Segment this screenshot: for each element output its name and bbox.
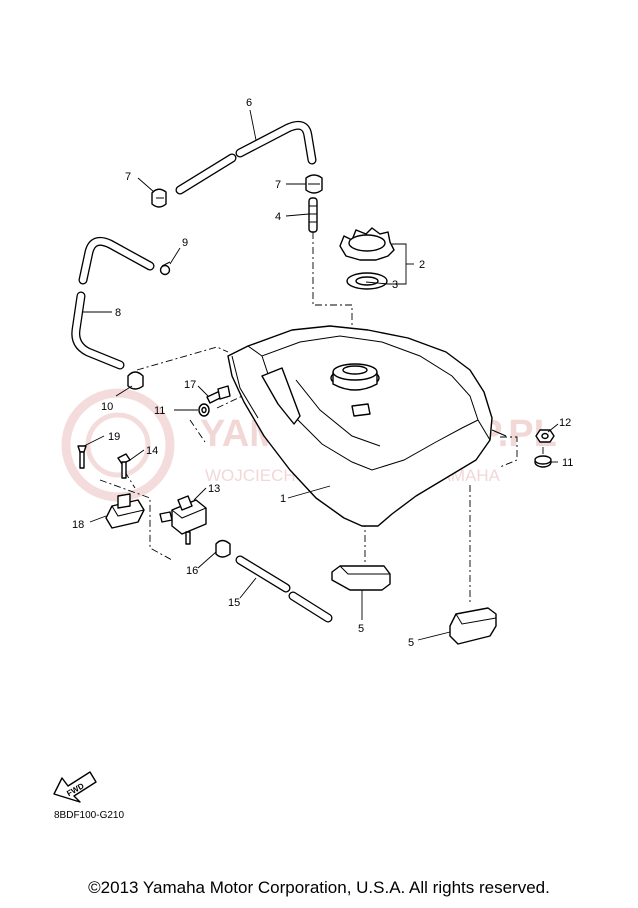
breather-hose-left [71,236,155,370]
hose-clamp-10 [127,371,144,390]
callout-4: 4 [275,211,281,223]
tank-pad-right [449,607,497,645]
callout-14: 14 [146,445,158,457]
callout-18: 18 [72,519,84,531]
callout-7b: 7 [275,179,281,191]
callout-11b: 11 [562,457,573,469]
callout-7a: 7 [125,171,131,183]
tank-pad-center [331,565,391,591]
cap-gasket [346,272,388,290]
bracket-18 [105,493,145,529]
breather-hose-upper [175,120,317,195]
callout-8: 8 [115,307,121,319]
rivet-19 [77,445,87,469]
callout-13: 13 [208,483,220,495]
callout-17: 17 [184,379,196,391]
fuel-cock [159,495,207,545]
copyright-notice: ©2013 Yamaha Motor Corporation, U.S.A. A… [88,878,550,897]
fwd-arrow-icon: FWD [53,771,97,803]
callout-12: 12 [559,417,571,429]
callout-9: 9 [182,237,188,249]
callout-1: 1 [280,493,286,505]
hose-clamp-top [305,174,323,194]
callout-2: 2 [419,259,425,271]
callouts: 6 7 7 4 2 3 9 8 10 17 11 12 11 19 14 13 … [72,97,573,649]
washer-11-right [534,455,552,468]
hose-clamp-16 [215,539,231,558]
hose-clamp-left [151,188,167,208]
callout-3: 3 [392,279,398,291]
diagram-code: 8BDF100-G210 [54,810,125,821]
fuel-hose [235,555,333,623]
callout-16: 16 [186,565,198,577]
hose-clamp-9 [159,261,171,276]
callout-15: 15 [228,597,240,609]
callout-19: 19 [108,431,120,443]
vent-fitting [308,197,318,233]
callout-5a: 5 [358,623,364,635]
assembly-lines [99,232,544,605]
bolt-17 [206,385,231,404]
fuel-cap [339,227,395,261]
callout-6: 6 [246,97,252,109]
nut-12 [535,429,555,443]
callout-10: 10 [101,401,113,413]
callout-11a: 11 [154,405,165,417]
leader-lines [82,109,559,641]
callout-5b: 5 [408,637,414,649]
washer-11-left [198,403,210,417]
fuel-tank [227,325,507,527]
